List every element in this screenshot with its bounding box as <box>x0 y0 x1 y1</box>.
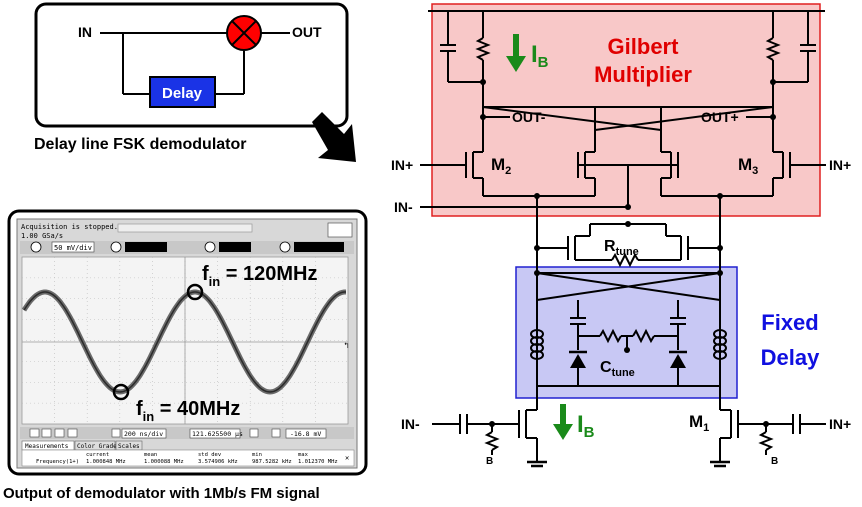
oscilloscope-panel: Acquisition is stopped. 1.00 GSa/s 50 mV… <box>3 209 368 502</box>
ch1-button[interactable] <box>30 241 42 253</box>
m3-label: M3 <box>738 155 758 177</box>
meas-header-current: current <box>86 452 109 458</box>
meas-value-min: 987.5282 kHz <box>252 459 292 465</box>
out-plus-label: OUT+ <box>701 109 739 125</box>
meas-close-icon[interactable]: ✕ <box>345 454 349 462</box>
meas-header-stddev: std dev <box>198 452 222 458</box>
ib-arrow-top-icon <box>506 34 526 72</box>
gilbert-title-line1: Gilbert <box>608 34 680 59</box>
meas-value-mean: 1.000088 MHz <box>144 459 184 465</box>
ch3-button[interactable] <box>204 241 216 253</box>
in-plus-left-label: IN+ <box>391 157 413 173</box>
fsk-caption: Delay line FSK demodulator <box>34 136 246 153</box>
delay-field[interactable] <box>189 428 241 439</box>
scope-caption: Output of demodulator with 1Mb/s FM sign… <box>3 485 320 502</box>
trigger-level-field[interactable] <box>285 428 327 439</box>
tab-scales-label: Scales <box>118 443 140 450</box>
peak-marker-circle <box>186 283 204 301</box>
scope-timebase-row: 200 ns/div 121.625500 μs -16.8 mV <box>20 427 354 439</box>
in-minus-left-label: IN- <box>394 199 413 215</box>
meas-value-max: 1.012370 MHz <box>298 459 338 465</box>
junction-dots <box>480 79 776 427</box>
circuit-schematic: IB IB Gilbert Multiplier Fixed Delay M2 … <box>391 3 851 468</box>
in-plus-bottom-label: IN+ <box>829 416 851 432</box>
scope-graticule: ↰ <box>21 256 349 425</box>
ch4-scale-field[interactable] <box>294 242 344 252</box>
scope-waveform-core <box>23 291 346 393</box>
valley-marker-circle <box>112 383 130 401</box>
trigger-level-text: -16.8 mV <box>290 430 321 438</box>
meas-header-min: min <box>252 452 262 458</box>
in-minus-bottom-label: IN- <box>401 416 420 432</box>
out-minus-label: OUT- <box>512 109 546 125</box>
ch1-scale-field[interactable] <box>51 241 95 253</box>
ch2-button[interactable] <box>110 241 122 253</box>
ch3-scale-field[interactable] <box>219 242 251 252</box>
tab-measurements-label: Measurements <box>25 443 69 450</box>
timebase-text: 200 ns/div <box>124 430 163 438</box>
inductor-icons <box>530 329 727 360</box>
fixed-delay-title-line2: Delay <box>761 345 820 370</box>
ib-label-top: IB <box>531 41 549 71</box>
ground-icons <box>527 460 730 468</box>
bias-left-label: B <box>486 456 493 467</box>
pointer-arrow-icon <box>312 112 356 162</box>
bias-right-label: B <box>771 456 778 467</box>
rtune-label: Rtune <box>604 238 639 258</box>
trigger-marker-icon: ↰ <box>344 341 349 350</box>
multiplier-icon <box>226 15 262 51</box>
m1-label: M1 <box>689 412 709 434</box>
in-plus-right-label: IN+ <box>829 157 851 173</box>
annotation-40mhz: fin = 40MHz <box>136 398 240 424</box>
fixed-delay-title-line1: Fixed <box>761 310 818 335</box>
m2-label: M2 <box>491 155 511 177</box>
fixed-delay-region <box>515 266 738 399</box>
ch2-scale-field[interactable] <box>125 242 167 252</box>
delay-block-label: Delay <box>162 85 203 102</box>
scope-channel-row: 50 mV/div <box>20 241 354 254</box>
meas-value-current: 1.000848 MHz <box>86 459 126 465</box>
annotation-120mhz: fin = 120MHz <box>202 263 318 289</box>
fsk-out-label: OUT <box>292 24 322 40</box>
varactor-diode-icons <box>569 350 687 368</box>
gilbert-title-line2: Multiplier <box>594 62 692 87</box>
scope-measurement-tabs: Measurements Color Grade Scales <box>21 440 143 451</box>
fsk-demodulator-block: IN Delay OUT Delay line FSK demodulator <box>34 2 349 153</box>
fsk-block-border <box>34 2 349 128</box>
tab-color-grade-label: Color Grade <box>77 443 117 450</box>
scope-measurement-table: current mean std dev min max Frequency(1… <box>21 449 355 467</box>
fsk-in-label: IN <box>78 24 92 40</box>
delay-block <box>149 76 216 108</box>
ib-arrow-bottom-icon <box>553 404 573 440</box>
ctune-label: Ctune <box>600 359 635 379</box>
scope-status-line1: Acquisition is stopped. <box>21 223 118 231</box>
scope-menu-icon[interactable] <box>327 222 353 238</box>
meas-header-mean: mean <box>144 452 157 458</box>
ch1-scale-text: 50 mV/div <box>54 244 92 252</box>
meas-row-label: Frequency(1+) <box>36 459 79 465</box>
meas-value-stddev: 3.574906 kHz <box>198 459 238 465</box>
scope-status-line2: 1.00 GSa/s <box>21 232 63 240</box>
delay-text: 121.625500 μs <box>192 430 243 438</box>
ch4-button[interactable] <box>279 241 291 253</box>
timebase-field[interactable] <box>121 428 167 439</box>
meas-header-max: max <box>298 452 309 458</box>
ib-label-bottom: IB <box>577 411 595 441</box>
